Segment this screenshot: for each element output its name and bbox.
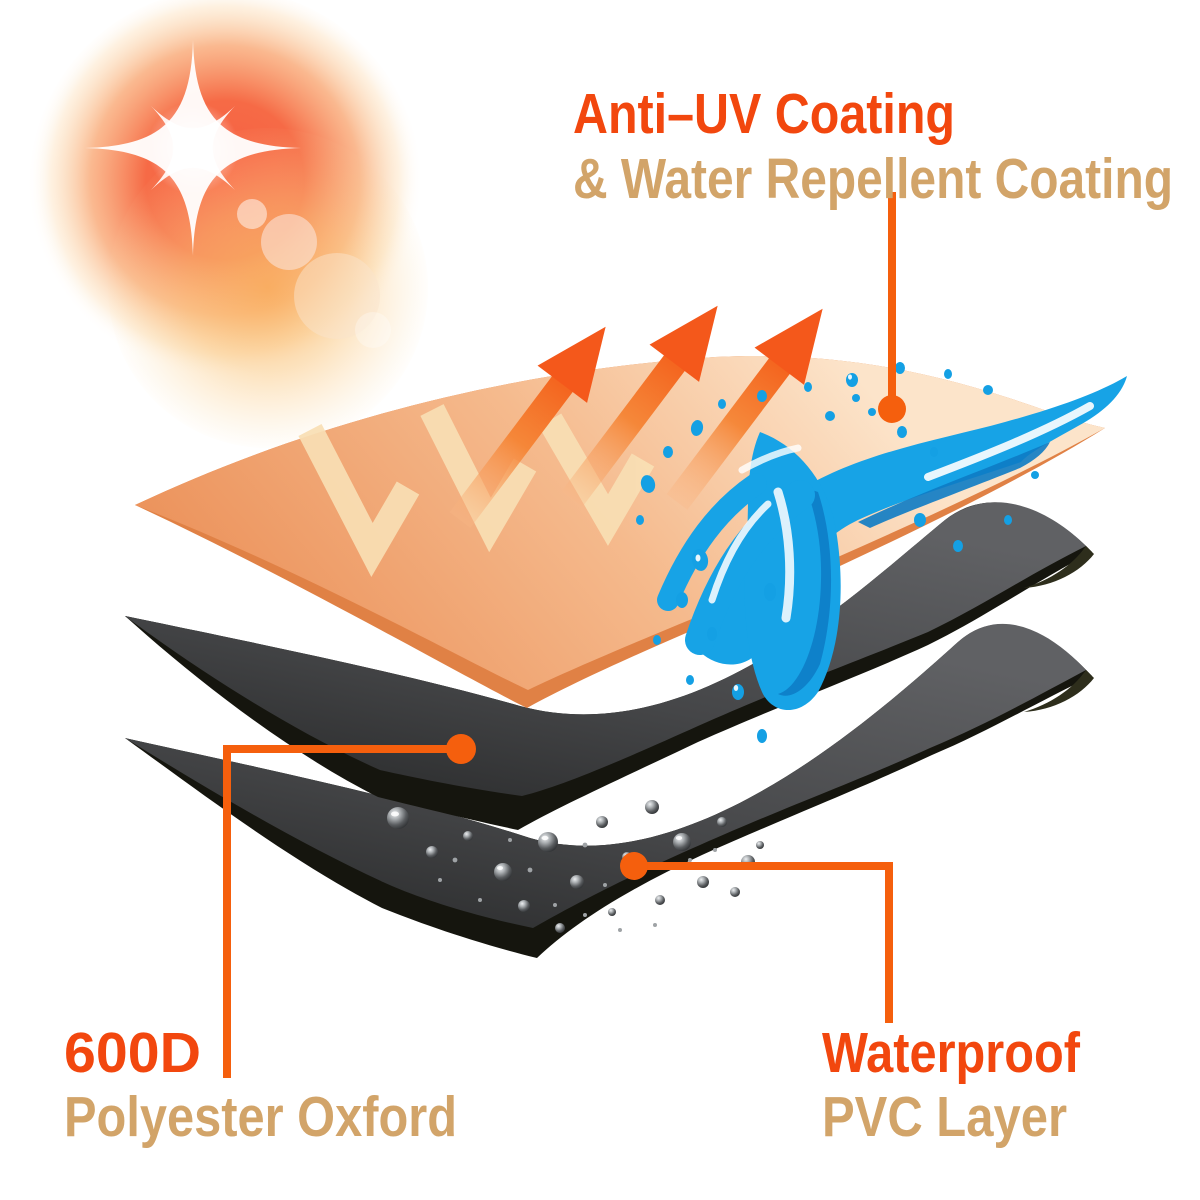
- splash-highlight: [708, 500, 772, 604]
- splash-wave-shadow: [858, 442, 1050, 528]
- water-splash-icon: [636, 362, 1127, 743]
- sun-icon: [29, 0, 428, 448]
- title-line-1: Anti–UV Coating: [573, 82, 955, 146]
- water-droplet-icon: [387, 800, 764, 933]
- uv-ray: [538, 413, 655, 546]
- callout-dot: [446, 734, 476, 764]
- splash-column-shadow: [778, 488, 832, 696]
- callout-dot: [878, 395, 906, 423]
- callout-dot: [620, 852, 648, 880]
- uv-reflection-arrow: [449, 326, 606, 528]
- callout-anti-uv-coating: [878, 192, 906, 423]
- lens-flare-icon: [237, 199, 267, 229]
- pvc-label-line-2: PVC Layer: [822, 1085, 1067, 1149]
- uv-ray: [420, 404, 537, 553]
- splash-wave-sweep: [700, 376, 1127, 665]
- uv-reflection-arrow-icon: [449, 305, 823, 528]
- splash-finger: [657, 473, 767, 611]
- uv-ray: [298, 424, 420, 578]
- pvc-layer-tip-curl: [1024, 670, 1094, 712]
- callout-waterproof-pvc: [620, 852, 893, 1023]
- callout-polyester-oxford: [223, 734, 476, 1078]
- callout-line: [223, 745, 461, 1078]
- splash-highlight: [773, 487, 795, 623]
- title-line-2: & Water Repellent Coating: [573, 147, 1173, 211]
- pvc-layer-underside-edge: [125, 624, 1092, 958]
- lens-flare-icon: [355, 312, 391, 348]
- lens-flare-icon: [294, 253, 380, 339]
- fabric-layer-bottom-pvc: [125, 623, 1094, 958]
- splash-droplets: [636, 362, 1039, 743]
- pvc-layer-face: [125, 623, 1086, 928]
- splash-highlight: [924, 402, 1094, 481]
- sun-glow-orange: [108, 128, 428, 448]
- oxford-label-line-1: 600D: [64, 1021, 201, 1085]
- callout-line: [634, 862, 893, 1023]
- oxford-layer-tip-curl: [1024, 546, 1094, 588]
- sun-starburst-icon: [85, 40, 301, 256]
- pvc-label-line-1: Waterproof: [822, 1021, 1081, 1085]
- oxford-label-line-2: Polyester Oxford: [64, 1085, 457, 1149]
- uv-reflection-arrow: [561, 305, 718, 507]
- oxford-layer-face: [125, 502, 1086, 796]
- splash-highlight: [738, 444, 802, 474]
- lens-flare-icon: [261, 214, 317, 270]
- uv-ray-icon: [298, 404, 655, 578]
